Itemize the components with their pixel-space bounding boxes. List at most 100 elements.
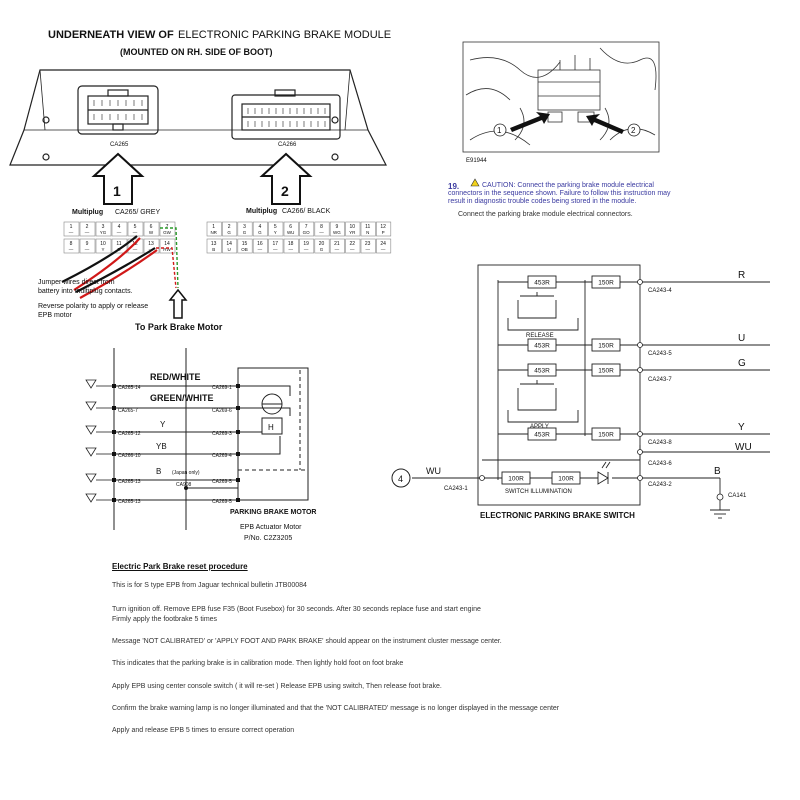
motor-left-pin-label: CA265-7 (118, 408, 138, 414)
module-mount-note: (MOUNTED ON RH. SIDE OF BOOT) (120, 47, 273, 57)
multiplug-wire-code: G (258, 230, 262, 235)
multiplug-pin-number: 11 (116, 241, 121, 247)
multiplug-wire-code: WU (287, 230, 295, 235)
procedure-line: Apply and release EPB 5 times to ensure … (112, 727, 295, 734)
multiplug-pin-number: 16 (257, 241, 263, 247)
multiplug-wire-code: — (273, 247, 278, 252)
resistor-453-label: 453R (534, 280, 550, 287)
multiplug-right-label: Multiplug (246, 208, 277, 215)
multiplug-pin-number: 15 (242, 241, 248, 247)
multiplug-left-id: CA265/ GREY (115, 209, 160, 216)
motor-right-pin-label: CA269-5 (212, 499, 232, 505)
step-number: 19. (448, 182, 460, 191)
arrow-1-label: 1 (113, 183, 121, 199)
procedure-line: Firmly apply the footbrake 5 times (112, 616, 218, 623)
multiplug-pin-number: 22 (350, 241, 356, 247)
multiplug-right-grid: 1NR2G3G4G5Y6WU7GO8—9WG10YR11N12P13B14U15… (206, 221, 392, 254)
multiplug-cell (63, 221, 80, 237)
multiplug-wire-code: — (133, 247, 138, 252)
switch-pin-label: CA243-6 (648, 461, 672, 467)
switch-wire-label: R (738, 270, 745, 281)
multiplug-wire-code: — (85, 247, 90, 252)
multiplug-pin-number: 20 (319, 241, 325, 247)
jumper-note-2: battery into multiplug contacts. (38, 288, 133, 295)
multiplug-cell (237, 221, 253, 237)
multiplug-wire-code: — (350, 247, 355, 252)
multiplug-wire-code: W (149, 230, 154, 235)
module-body (9, 69, 387, 166)
multiplug-wire-code: RW (163, 247, 171, 252)
multiplug-wire-code: OB (241, 247, 248, 252)
motor-right-pin-label: CA269-6 (212, 408, 232, 414)
multiplug-pin-number: 10 (350, 224, 356, 230)
wire-yb-label: YB (156, 442, 167, 451)
multiplug-wire-code: WG (333, 230, 341, 235)
multiplug-pin-number: 13 (211, 241, 217, 247)
multiplug-pin-number: 2 (86, 224, 89, 230)
multiplug-cell (329, 221, 345, 237)
multiplug-wire-code: — (288, 247, 293, 252)
multiplug-cell (111, 221, 128, 237)
multiplug-cell (237, 238, 253, 254)
multiplug-pin-number: 7 (305, 224, 308, 230)
procedure-line: Turn ignition off. Remove EPB fuse F35 (… (112, 606, 481, 613)
motor-left-pin-label: CA266-10 (118, 453, 141, 459)
procedure-line: Confirm the brake warning lamp is no lon… (112, 705, 560, 712)
switch-resistors (501, 275, 621, 485)
wire-y-label: Y (160, 420, 166, 429)
multiplug-pin-number: 6 (150, 224, 153, 230)
procedure-line: This indicates that the parking brake is… (112, 660, 404, 667)
hall-sensor-label: H (268, 423, 274, 432)
multiplug-right-id: CA266/ BLACK (282, 208, 331, 215)
multiplug-wire-code: NR (210, 230, 217, 235)
switch-wire-label: WU (735, 442, 752, 453)
multiplug-wire-code: — (365, 247, 370, 252)
motor-right-pin-label: CA269-3 (212, 431, 232, 437)
arrow-2-icon (259, 152, 313, 205)
multiplug-wire-code: B (212, 247, 215, 252)
photo-label-2: 2 (631, 126, 636, 135)
caution-line-3: result in diagnostic trouble codes being… (448, 198, 637, 205)
multiplug-pin-number: 13 (148, 241, 154, 247)
multiplug-pin-number: 8 (320, 224, 323, 230)
multiplug-cell (127, 238, 144, 254)
wire-b-label: B (156, 467, 161, 476)
procedure-line: Message 'NOT CALIBRATED' or 'APPLY FOOT … (112, 638, 502, 645)
multiplug-cell (79, 238, 96, 254)
multiplug-cell (299, 221, 315, 237)
multiplug-pin-number: 1 (212, 224, 215, 230)
ca908-label: CA908 (176, 482, 192, 488)
multiplug-cell (111, 238, 128, 254)
motor-connector-pins (112, 384, 240, 502)
module-photo (462, 41, 660, 153)
multiplug-cell (159, 238, 176, 254)
multiplug-cell (376, 238, 392, 254)
multiplug-wire-code: — (258, 247, 263, 252)
multiplug-pin-number: 9 (336, 224, 339, 230)
resistor-453-label: 453R (534, 432, 550, 439)
photo-callout-2 (627, 123, 641, 137)
actuator-label: EPB Actuator Motor (240, 524, 302, 531)
multiplug-cell (376, 221, 392, 237)
multiplug-wire-code: — (69, 230, 74, 235)
multiplug-pin-number: 21 (334, 241, 340, 247)
multiplug-wire-code: Y (274, 230, 277, 235)
multiplug-pin-number: 1 (70, 224, 73, 230)
multiplug-pin-number: 3 (102, 224, 105, 230)
wire-red-white-label: RED/WHITE (150, 372, 201, 382)
multiplug-pin-number: 17 (273, 241, 279, 247)
motor-ground-symbols (85, 379, 112, 503)
ground-label: CA141 (728, 493, 747, 499)
multiplug-pin-number: 11 (365, 224, 370, 230)
multiplug-wire-code: G (243, 230, 247, 235)
switch-pin-label: CA243-5 (648, 351, 672, 357)
motor-right-pin-label: CA269-4 (212, 453, 232, 459)
conn-left-label: CA265 (110, 142, 129, 148)
pin-in-label: CA243-1 (444, 486, 468, 492)
switch-pin-label: CA243-8 (648, 440, 672, 446)
multiplug-cell (360, 238, 376, 254)
resistor-150-label: 150R (598, 343, 614, 350)
multiplug-wire-code: G (320, 247, 324, 252)
